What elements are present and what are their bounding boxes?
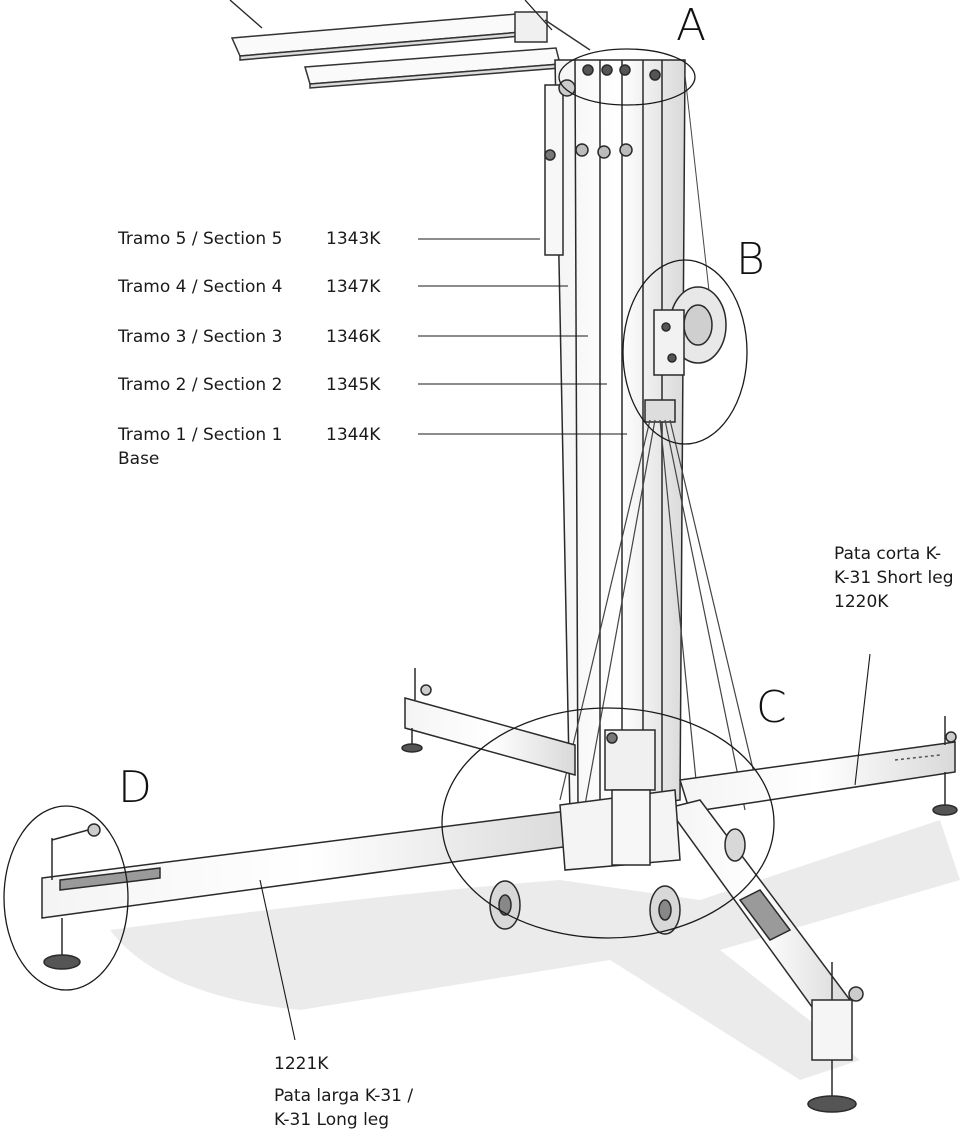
callout-label-c: C (756, 682, 787, 733)
section-4-label: Tramo 4 / Section 4 (118, 276, 282, 298)
callout-label-b: B (736, 234, 765, 285)
short-leg-line2: K-31 Short leg (834, 568, 954, 588)
section-5-label: Tramo 5 / Section 5 (118, 228, 282, 250)
callout-circle-b (622, 259, 748, 445)
section-5-code: 1343K (326, 229, 381, 249)
top-arm (229, 0, 591, 89)
callout-circle-c (441, 707, 775, 939)
section-name: Tramo 5 / Section 5 (118, 229, 283, 249)
mast (544, 59, 711, 816)
section-2-code: 1345K (326, 375, 381, 395)
leader-lines (259, 238, 871, 1041)
callout-circle-d (3, 805, 129, 991)
base-block (489, 729, 746, 935)
cables (559, 419, 759, 821)
short-leg-line1: Pata corta K- (834, 544, 942, 564)
callout-label-a: A (676, 0, 707, 51)
section-name: Tramo 2 / Section 2 (118, 375, 283, 395)
leader-long-leg (259, 879, 296, 1041)
callout-label-d: D (118, 762, 152, 813)
long-leg-line1: Pata larga K-31 / (274, 1086, 414, 1106)
winch (644, 286, 727, 423)
section-3-code: 1346K (326, 327, 381, 347)
long-leg-line2: K-31 Long leg (274, 1110, 390, 1130)
callout-circles (3, 48, 775, 991)
back-left-leg (401, 668, 576, 776)
long-leg-code: 1221K (274, 1054, 329, 1074)
section-1-code: 1344K (326, 425, 381, 445)
section-name: Tramo 3 / Section 3 (118, 327, 283, 347)
callout-circle-a (558, 48, 696, 106)
short-leg (679, 716, 958, 816)
section-4-code: 1347K (326, 277, 381, 297)
short-leg-code: 1220K (834, 592, 889, 612)
section-1-label: Tramo 1 / Section 1 (118, 424, 282, 446)
section-name: Tramo 4 / Section 4 (118, 277, 283, 297)
section-2-label: Tramo 2 / Section 2 (118, 374, 282, 396)
front-leg (666, 799, 864, 1113)
base-label: Base (118, 449, 160, 469)
leader-short-leg (854, 653, 871, 786)
section-3-label: Tramo 3 / Section 3 (118, 326, 282, 348)
section-name: Tramo 1 / Section 1 (118, 425, 283, 445)
